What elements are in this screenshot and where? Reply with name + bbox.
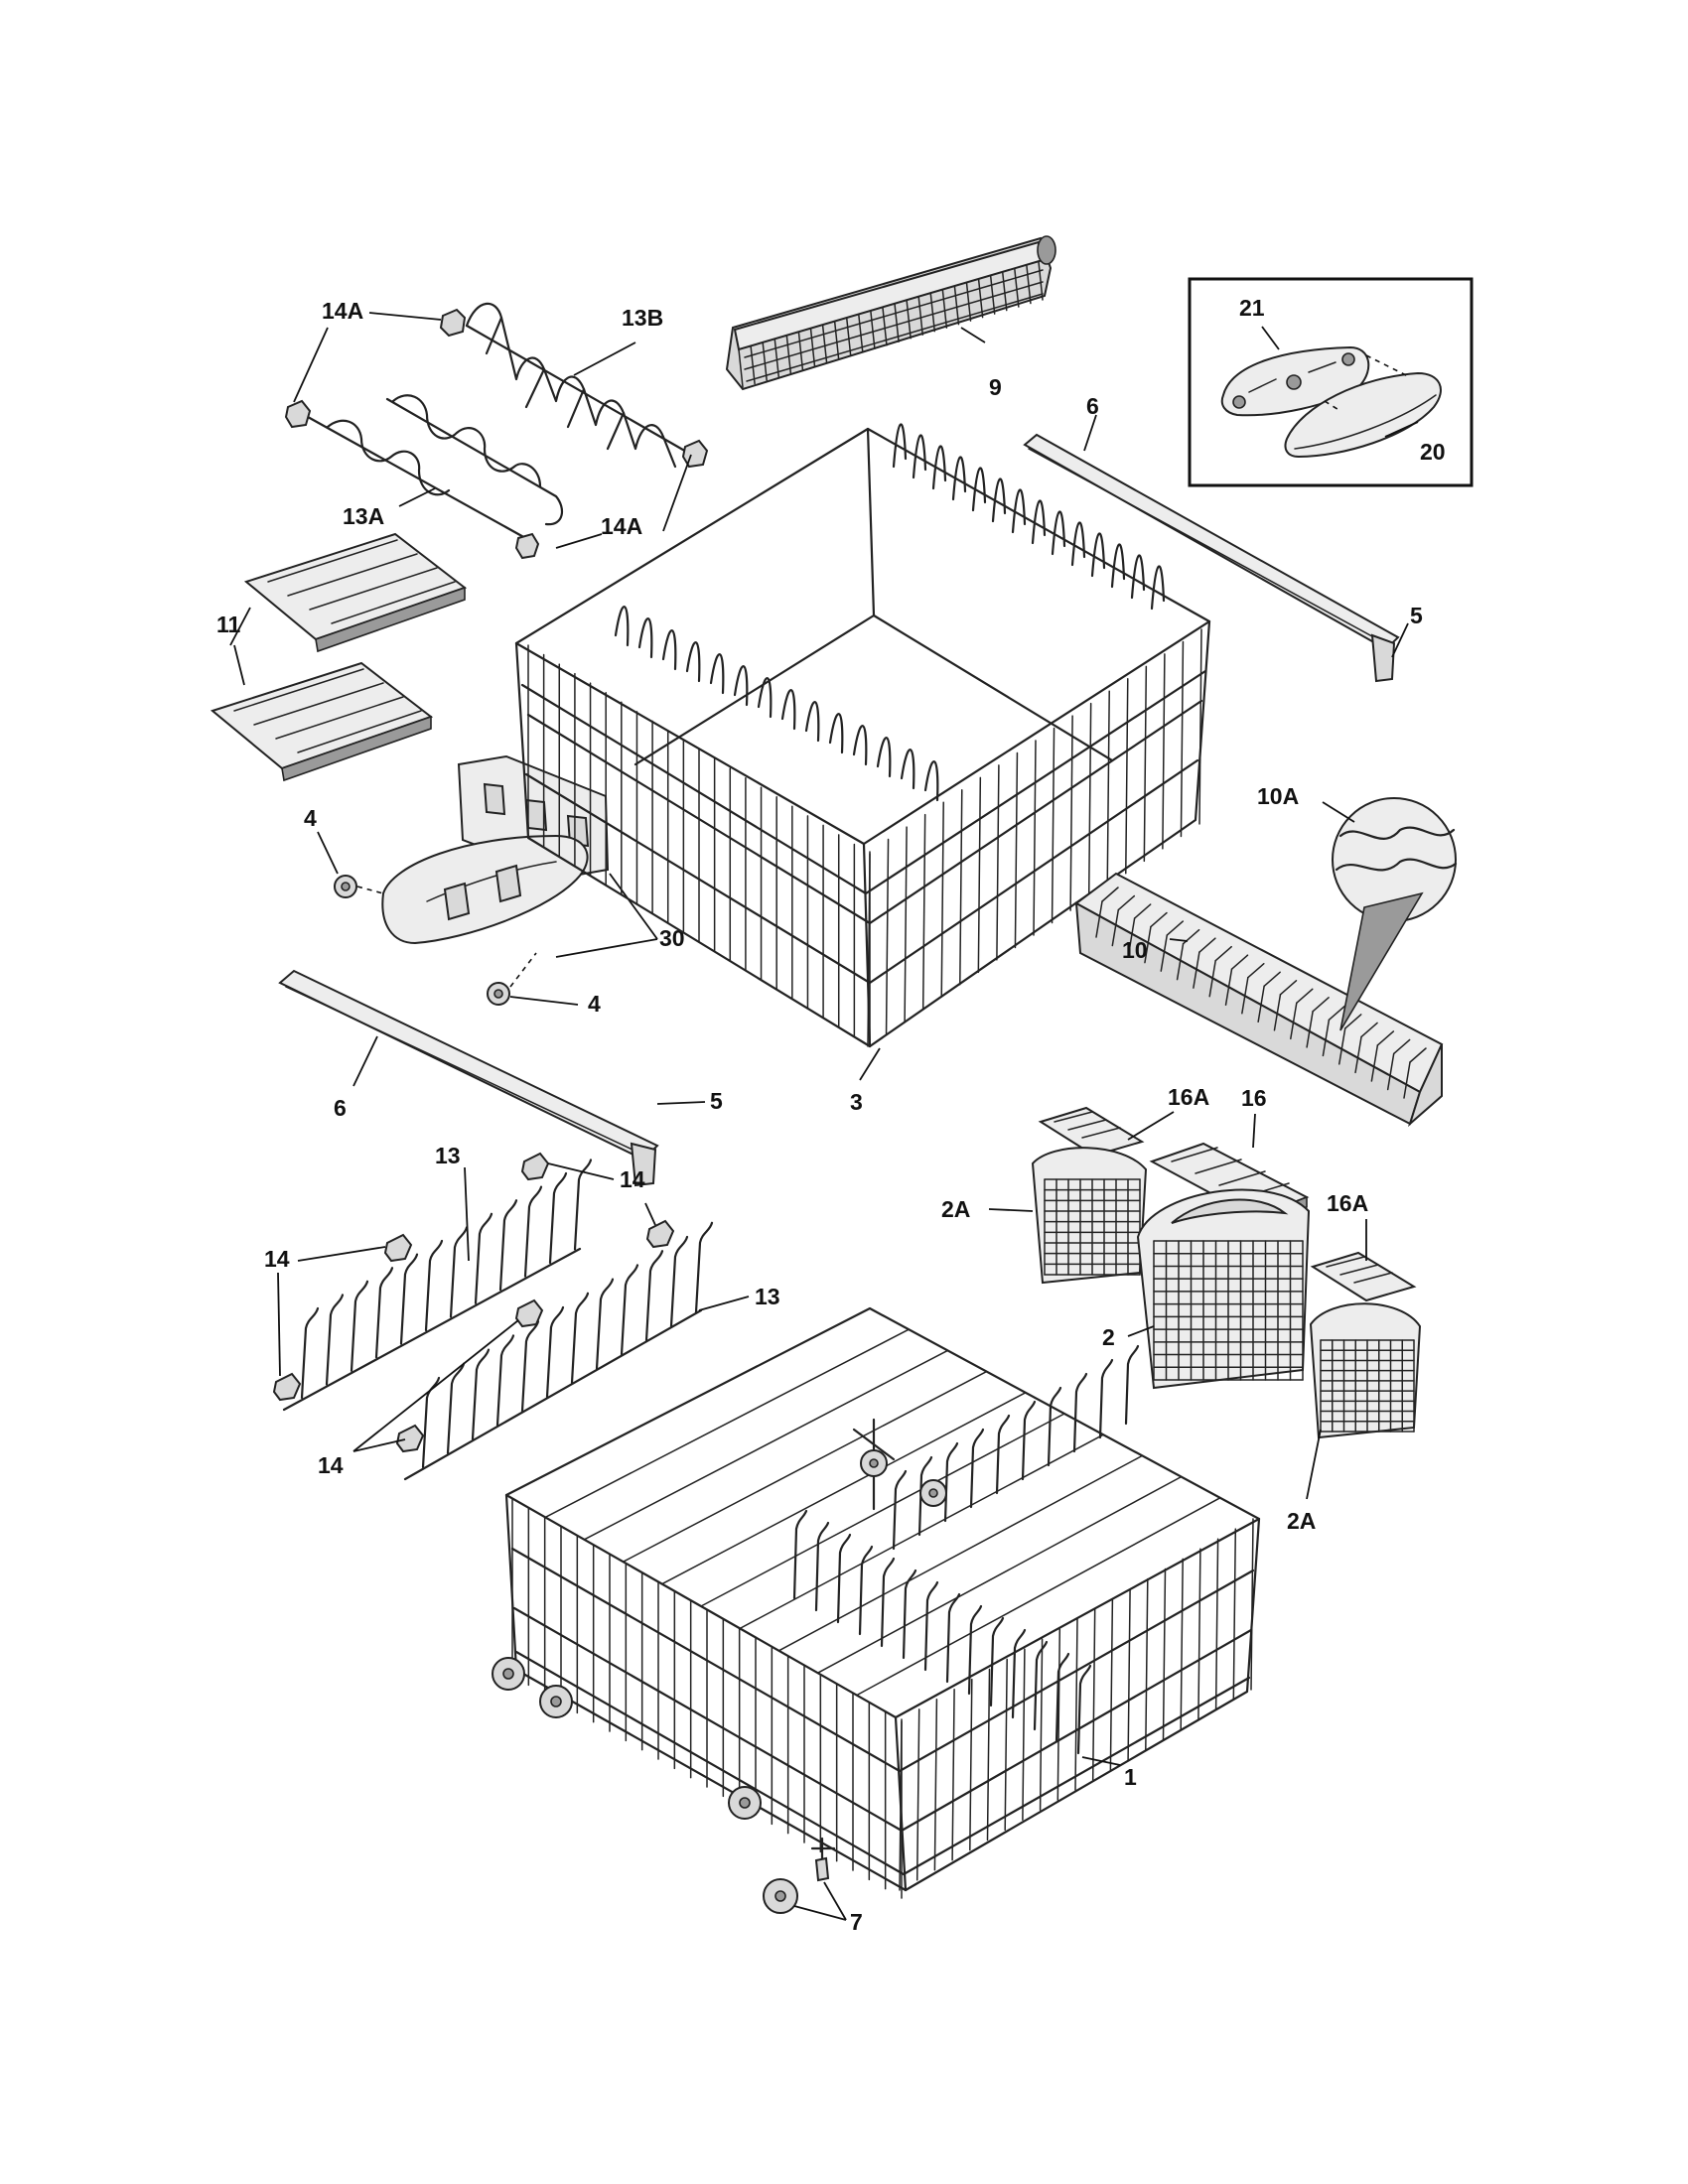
part-11-trays xyxy=(210,532,468,782)
part-4-fasteners xyxy=(334,875,510,1006)
part-16A-cover-right xyxy=(1310,1251,1417,1302)
callout-21: 21 xyxy=(1239,295,1265,321)
part-6-rail-top xyxy=(1023,433,1400,683)
callout-13A: 13A xyxy=(343,503,384,529)
inset-box-20-21: 21 20 xyxy=(1188,277,1474,487)
callout-10: 10 xyxy=(1122,937,1148,963)
callout-30: 30 xyxy=(659,925,685,951)
callout-14-right: 14 xyxy=(620,1166,645,1192)
callout-14-bottom: 14 xyxy=(318,1452,344,1478)
part-7-wheel xyxy=(763,1837,836,1914)
part-6-rail-bottom xyxy=(278,969,659,1187)
callout-9: 9 xyxy=(989,374,1002,400)
part-1-wheels xyxy=(492,1449,947,1820)
part-13B-wire-shelf xyxy=(465,302,697,469)
callout-13-top: 13 xyxy=(435,1143,461,1168)
callout-14A-mid: 14A xyxy=(601,513,642,539)
callout-7: 7 xyxy=(850,1909,863,1935)
part-13-tines-left xyxy=(282,1159,593,1412)
callout-2: 2 xyxy=(1102,1324,1115,1350)
callout-3: 3 xyxy=(850,1089,863,1115)
callout-16: 16 xyxy=(1241,1085,1267,1111)
callout-13B: 13B xyxy=(622,305,663,331)
callout-11: 11 xyxy=(216,612,241,637)
callout-4-top: 4 xyxy=(304,805,317,831)
callout-6-top: 6 xyxy=(1086,393,1099,419)
part-20-cover xyxy=(1284,371,1442,459)
callout-20: 20 xyxy=(1420,439,1446,465)
callout-5-top: 5 xyxy=(1410,603,1423,628)
callout-5-bottom: 5 xyxy=(710,1088,723,1114)
callout-2A-left: 2A xyxy=(941,1196,970,1222)
part-21-bracket xyxy=(1220,345,1370,417)
callout-13-right: 13 xyxy=(755,1284,780,1309)
part-2-basket-center xyxy=(1136,1188,1311,1390)
callout-4-bottom: 4 xyxy=(588,991,601,1017)
callout-14A-top: 14A xyxy=(322,298,363,324)
part-1-lower-rack xyxy=(492,1306,1261,1899)
callout-1: 1 xyxy=(1124,1764,1137,1790)
callout-14-left: 14 xyxy=(264,1246,290,1272)
callout-2A-right: 2A xyxy=(1287,1508,1316,1534)
part-10-cutlery-tray xyxy=(1074,872,1444,1128)
part-2A-basket-right xyxy=(1309,1302,1422,1439)
part-3-upper-rack xyxy=(514,423,1211,1048)
part-13-tines-right xyxy=(403,1221,714,1481)
part-14A-clips xyxy=(284,308,709,560)
part-2A-basket-left xyxy=(1031,1147,1148,1285)
callout-16A-right: 16A xyxy=(1327,1190,1368,1216)
callout-16A-left: 16A xyxy=(1168,1084,1209,1110)
callout-10A: 10A xyxy=(1257,783,1299,809)
part-30-cover xyxy=(381,834,589,945)
part-13A-wire-shelf xyxy=(306,394,564,546)
part-10A-detail xyxy=(1332,797,1458,1031)
callout-6-bottom: 6 xyxy=(334,1095,347,1121)
part-9-basket: 9 xyxy=(725,235,1056,400)
part-16A-cover-left xyxy=(1038,1106,1145,1158)
part-14-clips xyxy=(272,1152,675,1453)
